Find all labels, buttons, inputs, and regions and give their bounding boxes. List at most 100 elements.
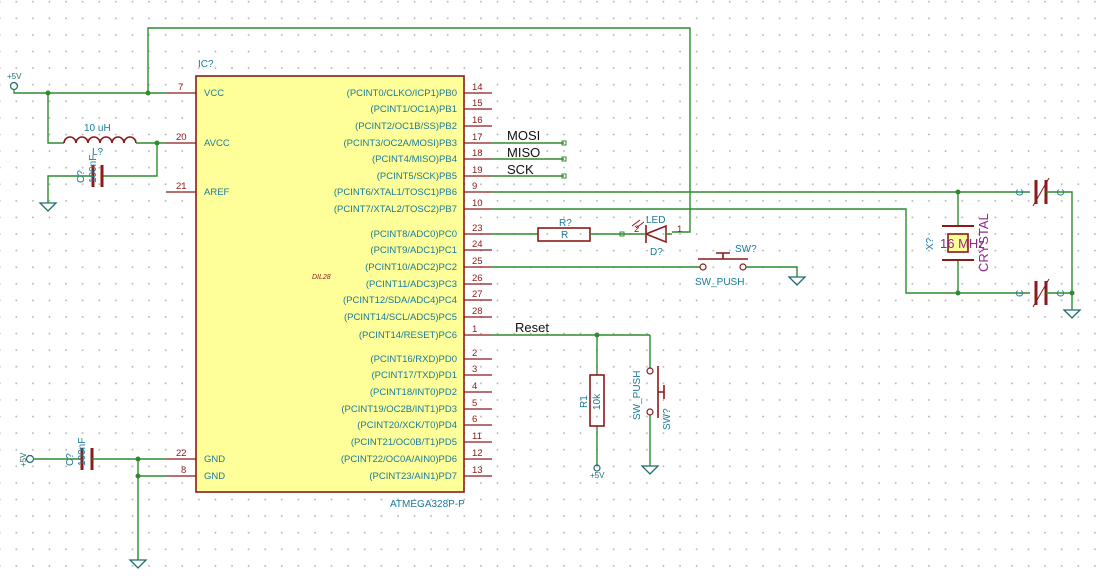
gnd-symbol-bottom — [128, 559, 148, 569]
pin-name: (PCINT20/XCK/T0)PD4 — [357, 420, 457, 431]
vcc-label-reset: +5V — [590, 471, 605, 480]
pin-num: 3 — [472, 364, 477, 375]
pin-num-aref: 21 — [176, 181, 187, 192]
vcc-power-symbol — [9, 81, 19, 91]
switch-pc2-value: SW_PUSH — [695, 277, 744, 288]
led-symbol — [643, 224, 667, 244]
vcc-label-bottom-wrap: +5V — [19, 452, 28, 467]
pin-name: (PCINT7/XTAL2/TOSC2)PB7 — [334, 204, 457, 215]
avcc-cap-wire-right — [102, 143, 158, 177]
pin-name: (PCINT17/TXD)PD1 — [371, 370, 457, 381]
gnd-symbol-reset — [640, 465, 660, 475]
switch-reset-symbol — [657, 366, 665, 418]
pin-name: (PCINT18/INT0)PD2 — [370, 387, 457, 398]
ic-right-pins: 14(PCINT0/CLKO/ICP1)PB015(PCINT1/OC1A)PB… — [334, 82, 492, 482]
pin-name: (PCINT11/ADC3)PC3 — [366, 279, 457, 290]
ic-body — [195, 75, 465, 493]
crystal-body — [947, 233, 969, 253]
pin-num: 5 — [472, 398, 477, 409]
pin-num: 24 — [472, 239, 483, 250]
ic-value: ATMEGA328P-P — [390, 499, 465, 510]
pin-num: 28 — [472, 306, 483, 317]
pin-name: (PCINT4/MISO)PB4 — [372, 154, 457, 165]
ic-package: DIL28 — [312, 274, 331, 281]
pin-name-aref: AREF — [204, 187, 230, 198]
gnd-cap-ref: C? — [65, 453, 76, 466]
pin-num: 26 — [472, 273, 483, 284]
pin-num-vcc: 7 — [178, 82, 183, 93]
switch-reset-value: SW_PUSH — [632, 371, 643, 420]
resistor-reset-body — [589, 374, 605, 427]
pin-name: (PCINT21/OC0B/T1)PD5 — [351, 437, 457, 448]
pin-name-gnd2: GND — [204, 471, 225, 482]
pin-num-avcc: 20 — [176, 132, 187, 143]
ic-ref: IC? — [198, 59, 214, 70]
resistor-reset-ref: R1 — [579, 395, 590, 408]
pin-name: (PCINT19/OC2B/INT1)PD3 — [341, 404, 457, 415]
pin-name-vcc: VCC — [204, 88, 224, 99]
pin-num: 27 — [472, 289, 483, 300]
pin-num: 15 — [472, 98, 483, 109]
pin-name: (PCINT5/SCK)PB5 — [377, 171, 457, 182]
inductor-ref: L? — [92, 147, 104, 158]
pin-num: 1 — [472, 324, 477, 335]
avcc-cap-ref: C? — [76, 170, 87, 183]
crystal-ref: X? — [925, 237, 936, 250]
pin-name: (PCINT0/CLKO/ICP1)PB0 — [347, 88, 457, 99]
crystal-labels: X? 16 MHz CRYSTAL — [925, 213, 991, 272]
pin-num: 11 — [472, 431, 482, 442]
pin-num: 23 — [472, 223, 483, 234]
pin-num: 25 — [472, 256, 483, 267]
pin-num: 2 — [472, 348, 477, 359]
xtal2-wire — [492, 208, 1030, 294]
pin-num: 14 — [472, 82, 483, 93]
pin-name: (PCINT2/OC1B/SS)PB2 — [355, 121, 457, 132]
net-reset: Reset — [515, 320, 549, 335]
led-pin2: 2 — [634, 224, 639, 235]
pin-num-gnd1: 22 — [176, 448, 187, 459]
pin-name: (PCINT14/SCL/ADC5)PC5 — [344, 312, 457, 323]
switch-reset-labels: SW_PUSH SW? — [632, 371, 673, 430]
pin-num: 17 — [472, 132, 483, 143]
vcc-label-bottom: +5V — [19, 452, 28, 467]
crystal-value: 16 MHz — [940, 236, 985, 251]
inductor-value: 10 uH — [84, 123, 111, 134]
gnd-symbol-switch-pc2 — [787, 276, 807, 286]
resistor-reset-value: 10k — [592, 393, 603, 410]
pin-name-gnd1: GND — [204, 454, 225, 465]
pin-name: (PCINT23/AIN1)PD7 — [369, 471, 457, 482]
pin-num: 18 — [472, 148, 483, 159]
vcc-power-symbol-reset — [593, 464, 601, 472]
resistor-reset-labels: R1 10k — [579, 393, 603, 410]
pin-name: (PCINT14/RESET)PC6 — [359, 330, 457, 341]
pin-num: 16 — [472, 115, 483, 126]
crystal-type: CRYSTAL — [976, 213, 991, 272]
pin-num: 4 — [472, 381, 477, 392]
pin-num: 19 — [472, 165, 483, 176]
xtal-gnd-wire — [1046, 191, 1073, 310]
gnd-bus-wire — [137, 459, 166, 560]
pin-name-avcc: AVCC — [204, 138, 230, 149]
net-mosi: MOSI — [507, 128, 540, 143]
pin-num: 12 — [472, 448, 483, 459]
xtal-cap-labels: C C C C — [1015, 189, 1067, 297]
resistor-led-value: R — [561, 230, 568, 241]
pin-num: 13 — [472, 465, 483, 476]
led-pin1: 1 — [677, 224, 682, 235]
pin-num-gnd2: 8 — [181, 465, 186, 476]
switch-pc2-gnd-wire — [746, 266, 798, 277]
net-miso: MISO — [507, 145, 540, 160]
ic-left-pins: 7 VCC 20 AVCC 21 AREF 22 GND 8 GND — [166, 82, 230, 482]
pin-name: (PCINT12/SDA/ADC4)PC4 — [343, 295, 457, 306]
pin-name: (PCINT6/XTAL1/TOSC1)PB6 — [334, 187, 457, 198]
switch-reset-ref: SW? — [662, 408, 673, 430]
avcc-cap-wire-left — [47, 175, 93, 203]
gnd-symbol-avcc — [38, 202, 58, 212]
vcc-wire — [13, 89, 166, 94]
pin-name: (PCINT1/OC1A)PB1 — [370, 104, 457, 115]
vcc-label-top: +5V — [7, 72, 22, 81]
avcc-cap-labels: C? 100nF — [76, 155, 99, 183]
gnd-cap-labels: C? 100nF — [65, 438, 88, 466]
